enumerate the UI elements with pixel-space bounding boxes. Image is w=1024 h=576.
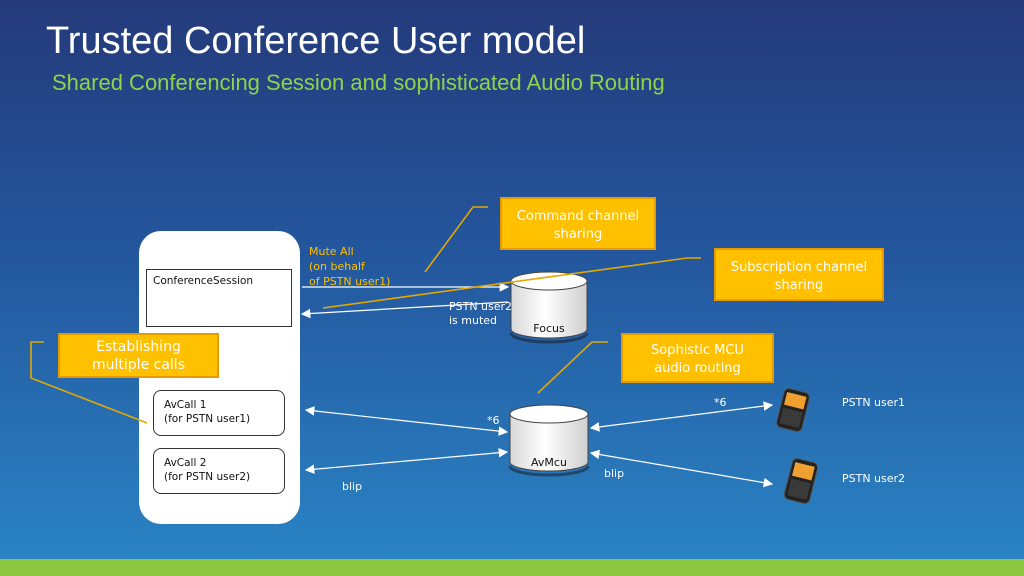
avcall1-box: AvCall 1 (for PSTN user1) — [153, 390, 285, 436]
blip-left-label: blip — [342, 480, 363, 493]
arrow-avmcu-user1 — [589, 401, 774, 432]
avcall2-target: (for PSTN user2) — [164, 471, 251, 483]
pstn-user1-label: PSTN user1 — [842, 396, 906, 409]
slide-subtitle: Shared Conferencing Session and sophisti… — [52, 70, 665, 95]
mute-all-line1: Mute All — [309, 245, 354, 258]
subscription-callout-line2: sharing — [774, 278, 824, 293]
avmcu-server-cylinder — [508, 404, 590, 477]
focus-label: Focus — [533, 322, 565, 335]
avcall1-target: (for PSTN user1) — [164, 413, 251, 425]
star6-left-label: *6 — [487, 414, 500, 427]
command-callout-line1: Command channel — [516, 209, 640, 224]
conference-session-box: ConferenceSession — [146, 269, 292, 327]
establishing-callout-line1: Establishing — [96, 339, 181, 355]
mcu-callout-line2: audio routing — [654, 361, 741, 376]
focus-server-cylinder — [509, 271, 589, 344]
establishing-callout-line2: multiple calls — [92, 357, 185, 373]
slide-title: Trusted Conference User model — [46, 20, 586, 62]
leader-establishing — [30, 341, 148, 424]
command-channel-callout: Command channel sharing — [500, 197, 656, 250]
subscription-callout-line1: Subscription channel — [730, 260, 868, 275]
avcall2-name: AvCall 2 — [164, 457, 207, 469]
mute-all-line3: of PSTN user1) — [309, 275, 391, 288]
star6-right-label: *6 — [714, 396, 727, 409]
pstn-muted-label: PSTN user2 is muted — [449, 300, 512, 328]
arrow-avcall2-avmcu — [304, 447, 509, 475]
subscription-channel-callout: Subscription channel sharing — [714, 248, 884, 301]
arrow-avmcu-user2 — [589, 449, 774, 488]
bottom-bar — [0, 559, 1024, 576]
avcall1-name: AvCall 1 — [164, 399, 207, 411]
leader-mcu — [537, 341, 608, 394]
mcu-callout-line1: Sophistic MCU — [651, 343, 744, 358]
leader-subscription — [322, 257, 701, 309]
arrow-focus-to-session — [300, 301, 509, 319]
pstn-user2-label: PSTN user2 — [842, 472, 906, 485]
avmcu-label: AvMcu — [531, 456, 567, 469]
pstn-muted-line1: PSTN user2 — [449, 300, 513, 313]
command-callout-line2: sharing — [553, 227, 603, 242]
blip-right-label: blip — [604, 467, 625, 480]
mobile-phone-icon — [783, 458, 819, 504]
avcall2-box: AvCall 2 (for PSTN user2) — [153, 448, 285, 494]
mcu-routing-callout: Sophistic MCU audio routing — [621, 333, 774, 383]
arrow-avcall1-avmcu — [304, 406, 509, 436]
conference-session-label: ConferenceSession — [153, 275, 254, 287]
mute-all-label: Mute All (on behalf of PSTN user1) — [309, 244, 390, 289]
mobile-phone-icon — [776, 388, 810, 432]
pstn-muted-line2: is muted — [449, 314, 498, 327]
leader-command — [424, 206, 488, 273]
mute-all-line2: (on behalf — [309, 260, 365, 273]
establishing-calls-callout: Establishing multiple calls — [58, 333, 219, 378]
